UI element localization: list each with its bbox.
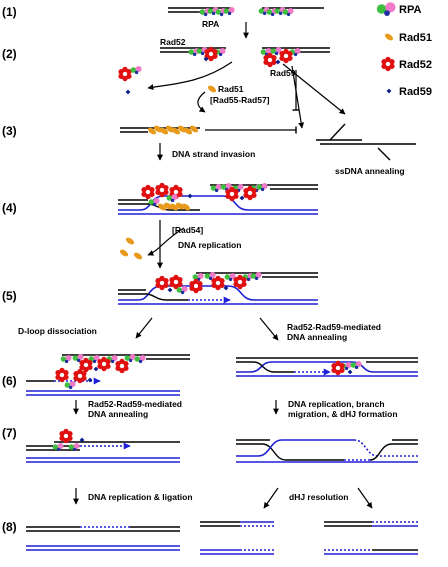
rad54-label: [Rad54]: [172, 225, 203, 235]
step-2-rad52-rad59-loading: [160, 46, 330, 68]
branch-migration-label-1: DNA replication, branch: [288, 399, 385, 409]
rad59-label: Rad59: [270, 68, 296, 78]
step-3-rad51-filament: [120, 124, 200, 136]
step-5-extended-d-loop: [118, 272, 318, 305]
step-label-7: (7): [2, 426, 17, 440]
step-6-left-released-strand: [26, 354, 190, 396]
mediated-annealing-right-label-1: Rad52-Rad59-mediated: [287, 322, 381, 332]
step-7-left-annealed: [26, 428, 180, 463]
mediated-annealing-left-label-2: DNA annealing: [88, 409, 148, 419]
dna-replication-label: DNA replication: [178, 240, 241, 250]
legend-rad52-label: Rad52: [399, 59, 432, 71]
strand-invasion-label: DNA strand invasion: [172, 149, 255, 159]
step-4-d-loop: [118, 182, 318, 215]
step-8-product-right: [324, 521, 418, 555]
rad52-icon: [381, 56, 395, 72]
legend-rad51-label: Rad51: [399, 32, 432, 44]
replication-ligation-label: DNA replication & ligation: [88, 492, 193, 502]
rpa-label: RPA: [202, 19, 219, 29]
step-8-product-middle: [200, 521, 274, 555]
legend-rpa-label: RPA: [399, 4, 421, 16]
ssdna-annealing-label: ssDNA annealing: [335, 166, 405, 176]
rad59-icon: [386, 88, 392, 94]
mediated-annealing-left-label-1: Rad52-Rad59-mediated: [88, 399, 182, 409]
step-label-8: (8): [2, 520, 17, 534]
step-label-4: (4): [2, 201, 17, 215]
legend: RPA Rad51 Rad52 Rad59: [376, 2, 432, 98]
step-label-1: (1): [2, 5, 17, 19]
rad51-label: Rad51: [218, 84, 244, 94]
ssdna-annealing-product: [316, 123, 416, 161]
step-label-5: (5): [2, 289, 17, 303]
mediated-annealing-right-label-2: DNA annealing: [287, 332, 347, 342]
step-label-3: (3): [2, 124, 17, 138]
rad51-icon: [383, 32, 395, 42]
step-7-right-double-holliday-junction: [236, 439, 418, 463]
rad52-label: Rad52: [160, 37, 186, 47]
branch-migration-label-2: migration, & dHJ formation: [288, 409, 398, 419]
dloop-dissociation-label: D-loop dissociation: [18, 326, 97, 336]
step-1-resected-dsb: [168, 7, 324, 17]
rad55-rad57-label: [Rad55-Rad57]: [210, 95, 270, 105]
rpa-icon: [376, 2, 396, 16]
step-label-6: (6): [2, 374, 17, 388]
step-6-right-annealed-intermediate: [236, 357, 418, 377]
step-label-2: (2): [2, 47, 17, 61]
step-8-product-left: [26, 526, 180, 551]
legend-rad59-label: Rad59: [399, 86, 432, 98]
dhj-resolution-label: dHJ resolution: [289, 492, 349, 502]
